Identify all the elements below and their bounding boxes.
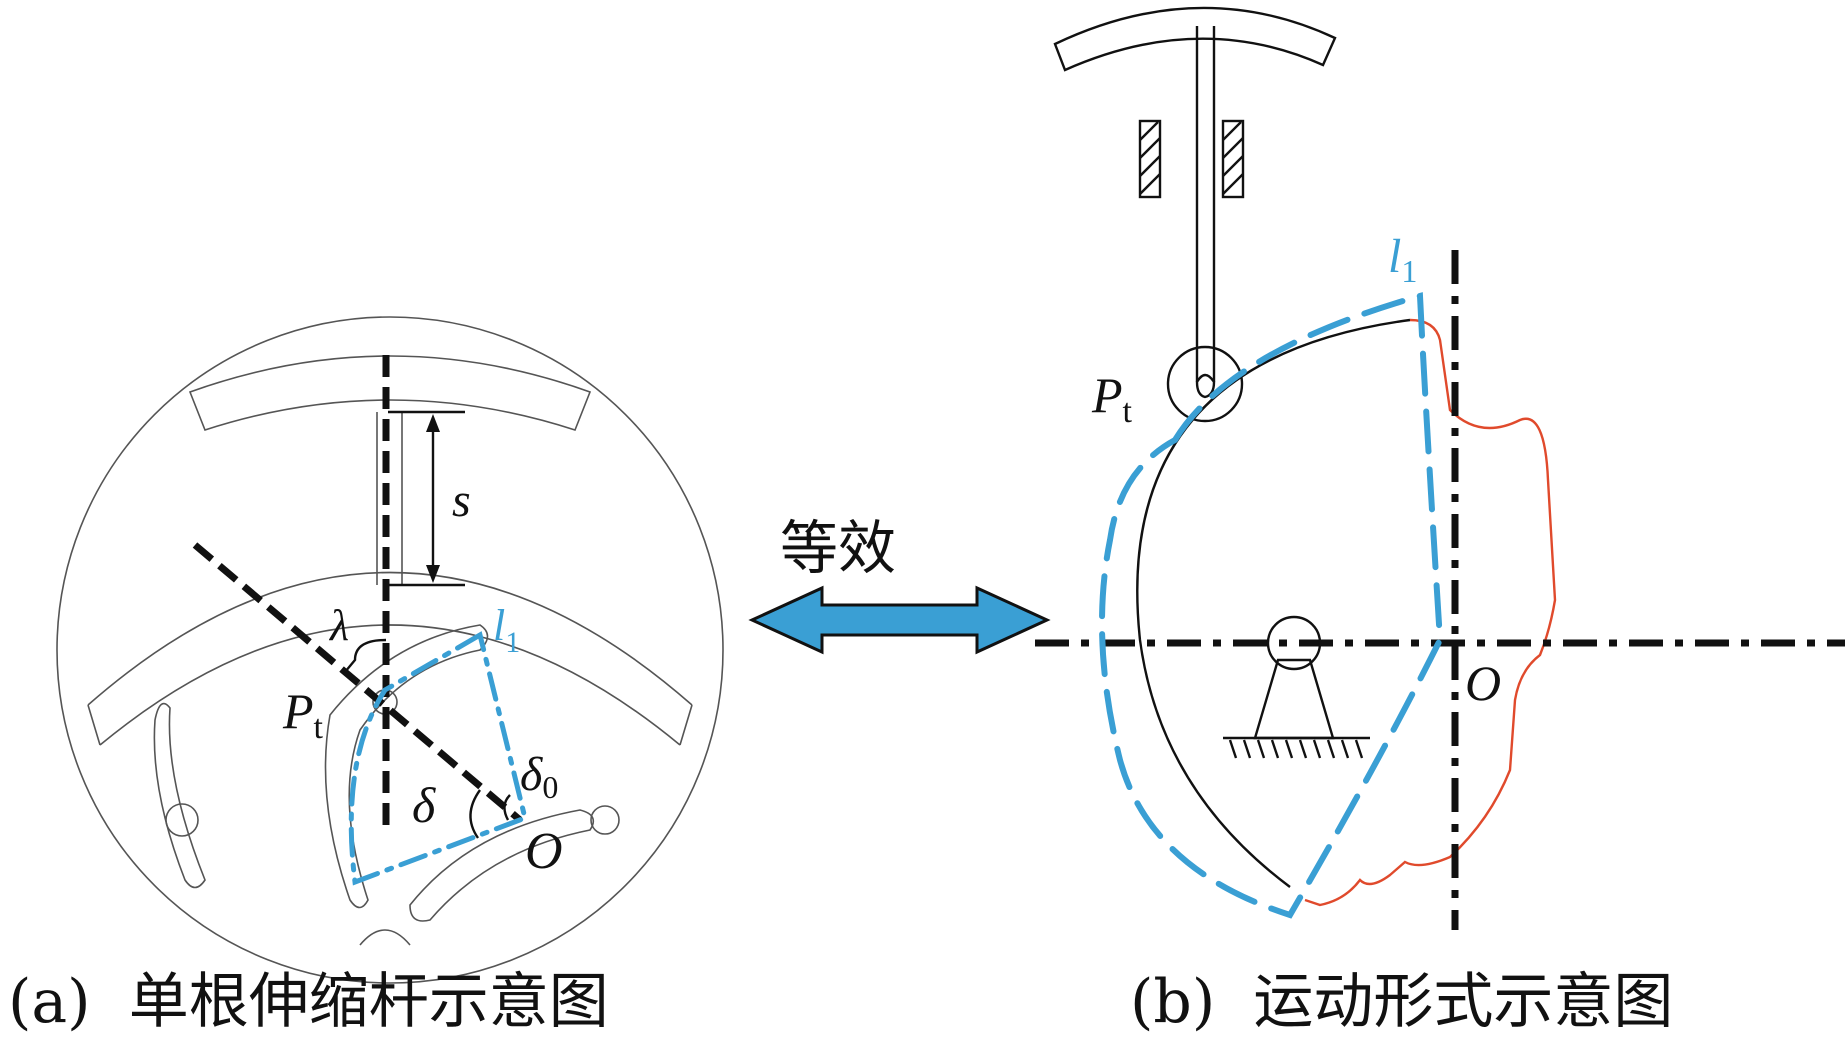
label-pt-b: Pt [1091, 367, 1133, 430]
roller-pin [1195, 373, 1216, 399]
delta0-angle-arc [503, 794, 511, 821]
inner-ring-2 [99, 624, 681, 746]
right-roller [590, 805, 620, 835]
label-s: s [452, 474, 471, 527]
roller-pt [1166, 345, 1244, 423]
bottom-roller [359, 929, 411, 946]
guide-left [1138, 119, 1162, 199]
label-lambda: λ [328, 601, 349, 650]
follower-head-arc [1053, 6, 1337, 72]
left-slot [153, 702, 206, 889]
guide-right [1221, 119, 1245, 199]
ring-end-right [679, 704, 693, 746]
fixed-pivot-circle [1266, 615, 1322, 671]
diagonal-axis-a [192, 542, 523, 823]
label-delta: δ [412, 777, 436, 833]
arrowhead-up-icon [426, 414, 440, 432]
ring-end-left [87, 704, 101, 746]
caption-a: (a) 单根伸缩杆示意图 [8, 967, 609, 1037]
double-arrow-icon [748, 585, 1051, 655]
label-o-b: O [1465, 655, 1501, 711]
inner-ring-1 [87, 571, 693, 706]
outer-wheel-circle [56, 316, 724, 984]
curved-slot [324, 624, 489, 909]
label-delta0: δ0 [520, 748, 558, 805]
lambda-angle-arc [344, 638, 387, 673]
cam-body-arc [1136, 318, 1411, 888]
pivot-support [1253, 658, 1335, 740]
panel-b: l1 Pt O [1035, 6, 1845, 930]
lower-slot [409, 809, 595, 922]
label-pt: Pt [282, 683, 324, 746]
ground-hatch [1228, 739, 1364, 759]
delta-angle-arc [469, 789, 481, 839]
caption-b: (b) 运动形式示意图 [1130, 967, 1673, 1037]
equivalent-link-l1 [348, 631, 528, 886]
equivalence-label: 等效 [780, 514, 896, 582]
equivalent-link-l1-b [1099, 292, 1444, 919]
label-l1-b: l1 [1388, 230, 1417, 289]
label-l1: l1 [493, 601, 520, 659]
arrowhead-down-icon [426, 565, 440, 583]
rod-head-arc [188, 355, 592, 431]
cam-profile-curve [1304, 318, 1557, 907]
left-roller [165, 803, 199, 837]
equivalence-group: 等效 [748, 514, 1051, 655]
label-o: O [525, 823, 563, 880]
panel-a: s λ l1 Pt δ δ0 O [56, 316, 724, 984]
